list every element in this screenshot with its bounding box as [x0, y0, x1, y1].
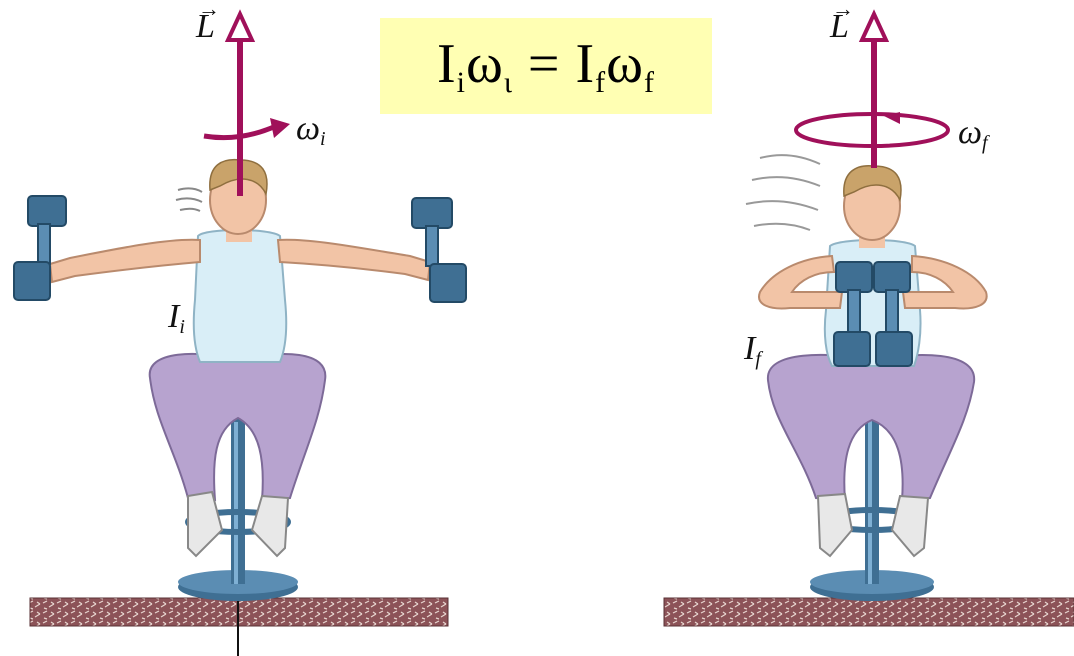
- right-shoe-l: [818, 494, 852, 556]
- left-dumbbell-right: [412, 198, 466, 302]
- right-L-label: → L: [830, 8, 849, 46]
- left-dumbbell-left: [14, 196, 66, 300]
- left-I-label: Ii: [168, 300, 185, 337]
- left-motion-lines: [176, 188, 202, 211]
- left-L-label: → L: [196, 8, 215, 46]
- right-figure: [664, 14, 1074, 626]
- right-omega-label: ωf: [958, 116, 988, 153]
- left-shoe-r: [252, 496, 288, 556]
- left-shoe-l: [188, 492, 222, 556]
- left-L-arrowhead: [228, 14, 252, 40]
- left-figure: [14, 14, 466, 656]
- right-motion-lines: [746, 155, 820, 230]
- left-omega-label: ωi: [296, 112, 326, 149]
- left-arm-right: [278, 240, 430, 280]
- right-floor: [664, 598, 1074, 626]
- right-shoe-r: [892, 496, 928, 556]
- right-L-arrowhead: [862, 14, 886, 40]
- right-I-label: If: [744, 332, 761, 369]
- left-arm-left: [50, 240, 200, 282]
- left-shirt: [194, 230, 286, 362]
